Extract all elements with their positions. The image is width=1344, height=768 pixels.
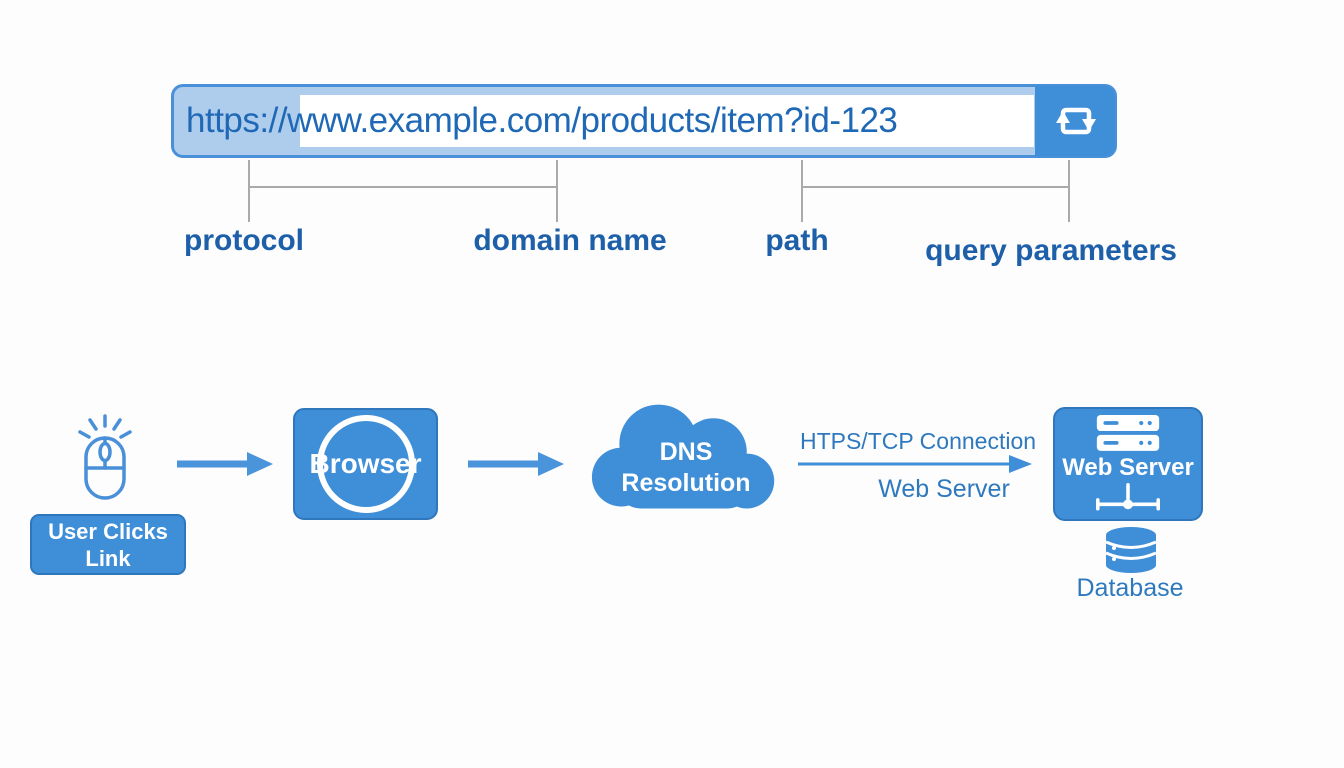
connector-line-protocol bbox=[248, 160, 250, 222]
label-query-parameters: query parameters bbox=[925, 234, 1177, 267]
browser-label: Browser bbox=[309, 448, 422, 479]
repeat-icon bbox=[1056, 107, 1096, 135]
database-label: Database bbox=[1076, 574, 1184, 602]
label-path: path bbox=[765, 224, 829, 257]
user-clicks-link-box: User Clicks Link bbox=[30, 514, 186, 575]
user-clicks-link-label: User Clicks Link bbox=[48, 518, 168, 571]
connector-line-path bbox=[801, 160, 803, 222]
dns-cloud-shape bbox=[591, 404, 775, 509]
browser-circle-icon bbox=[316, 415, 415, 513]
url-selection-highlight bbox=[300, 95, 1034, 147]
flow-arrow-1 bbox=[177, 452, 273, 476]
connection-target-label: Web Server bbox=[878, 475, 1010, 503]
web-server-label: Web Server bbox=[1062, 453, 1194, 481]
label-domain-name: domain name bbox=[473, 224, 667, 257]
dns-resolution-label: DNS Resolution bbox=[600, 437, 772, 499]
label-protocol: protocol bbox=[184, 224, 304, 257]
connector-line-left-span bbox=[248, 186, 558, 188]
url-text[interactable]: https://www.example.com/products/item?id… bbox=[186, 101, 898, 140]
mouse-click-icon bbox=[78, 414, 132, 500]
reload-button[interactable] bbox=[1035, 86, 1115, 156]
dns-label-line2: Resolution bbox=[621, 469, 751, 497]
web-server-box: Web Server bbox=[1053, 407, 1203, 521]
url-bar[interactable]: https://www.example.com/products/item?id… bbox=[171, 84, 1117, 158]
connector-line-domain bbox=[556, 160, 558, 222]
browser-box: Browser bbox=[293, 408, 438, 520]
server-rack-icon bbox=[1096, 415, 1160, 451]
connector-line-right-span bbox=[801, 186, 1070, 188]
connection-label: HTPS/TCP Connection bbox=[799, 428, 1037, 454]
flow-arrow-3 bbox=[798, 455, 1032, 473]
dns-label-line1: DNS bbox=[659, 438, 713, 466]
database-cylinder-icon bbox=[1105, 527, 1157, 573]
flow-arrow-2 bbox=[468, 452, 564, 476]
network-connector-icon bbox=[1096, 482, 1160, 511]
connector-line-query bbox=[1068, 160, 1070, 222]
